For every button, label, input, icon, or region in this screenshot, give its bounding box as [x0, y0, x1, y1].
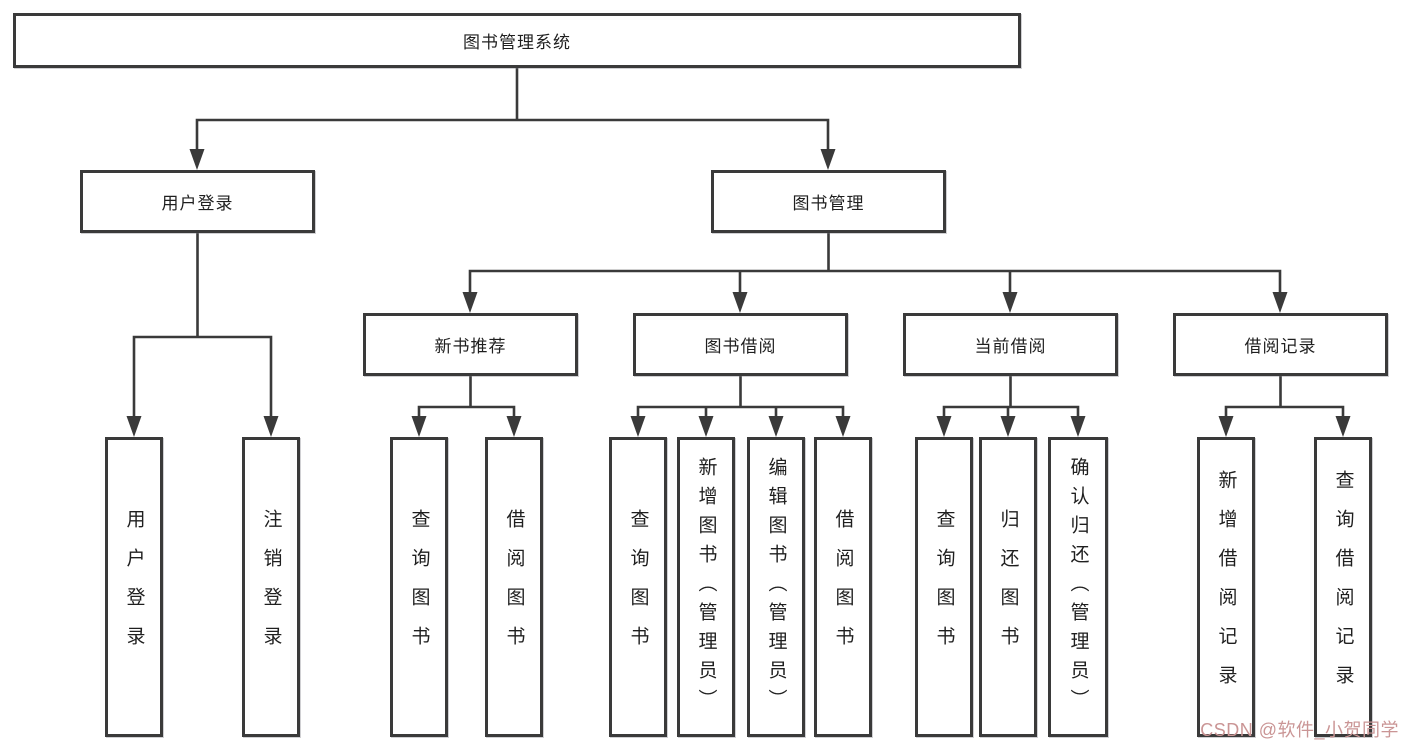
leaf-query-borrow-record: 查询借阅记录	[1314, 437, 1372, 737]
arrowheads	[126, 149, 1351, 437]
node-label: 图书管理系统	[463, 33, 571, 52]
leaf-query-books-1: 查询图书	[390, 437, 448, 737]
leaf-confirm-return-admin: 确认归还（管理员）	[1048, 437, 1108, 737]
node-label: 用户登录	[161, 194, 234, 213]
node-book-management: 图书管理	[711, 170, 946, 233]
node-label: 借阅图书	[503, 509, 525, 665]
leaf-add-book-admin: 新增图书（管理员）	[677, 437, 735, 737]
node-borrow-records: 借阅记录	[1173, 313, 1388, 376]
node-label: 归还图书	[997, 509, 1019, 665]
node-label: 借阅记录	[1244, 337, 1317, 356]
node-label: 查询借阅记录	[1332, 470, 1354, 704]
leaf-edit-book-admin: 编辑图书（管理员）	[747, 437, 805, 737]
node-label: 确认归还（管理员）	[1067, 456, 1089, 718]
node-label: 查询图书	[627, 509, 649, 665]
node-label: 编辑图书（管理员）	[765, 456, 787, 718]
node-label: 注销登录	[260, 509, 282, 665]
node-label: 用户登录	[123, 509, 145, 665]
leaf-borrow-books-2: 借阅图书	[814, 437, 872, 737]
leaf-logout: 注销登录	[242, 437, 300, 737]
node-label: 图书借阅	[704, 337, 777, 356]
node-label: 查询图书	[933, 509, 955, 665]
node-label: 查询图书	[408, 509, 430, 665]
node-label: 新增借阅记录	[1215, 470, 1237, 704]
node-label: 新增图书（管理员）	[695, 456, 717, 718]
leaf-query-books-3: 查询图书	[915, 437, 973, 737]
node-label: 新书推荐	[434, 337, 507, 356]
node-root: 图书管理系统	[13, 13, 1021, 68]
leaf-query-books-2: 查询图书	[609, 437, 667, 737]
node-new-book-recommend: 新书推荐	[363, 313, 578, 376]
node-book-borrow: 图书借阅	[633, 313, 848, 376]
node-user-login: 用户登录	[80, 170, 315, 233]
node-label: 借阅图书	[832, 509, 854, 665]
leaf-borrow-books-1: 借阅图书	[485, 437, 543, 737]
node-label: 当前借阅	[974, 337, 1047, 356]
node-label: 图书管理	[792, 194, 865, 213]
node-current-borrow: 当前借阅	[903, 313, 1118, 376]
leaf-add-borrow-record: 新增借阅记录	[1197, 437, 1255, 737]
csdn-watermark: CSDN @软件_小贺同学	[1200, 720, 1399, 740]
leaf-user-login: 用户登录	[105, 437, 163, 737]
leaf-return-books: 归还图书	[979, 437, 1037, 737]
